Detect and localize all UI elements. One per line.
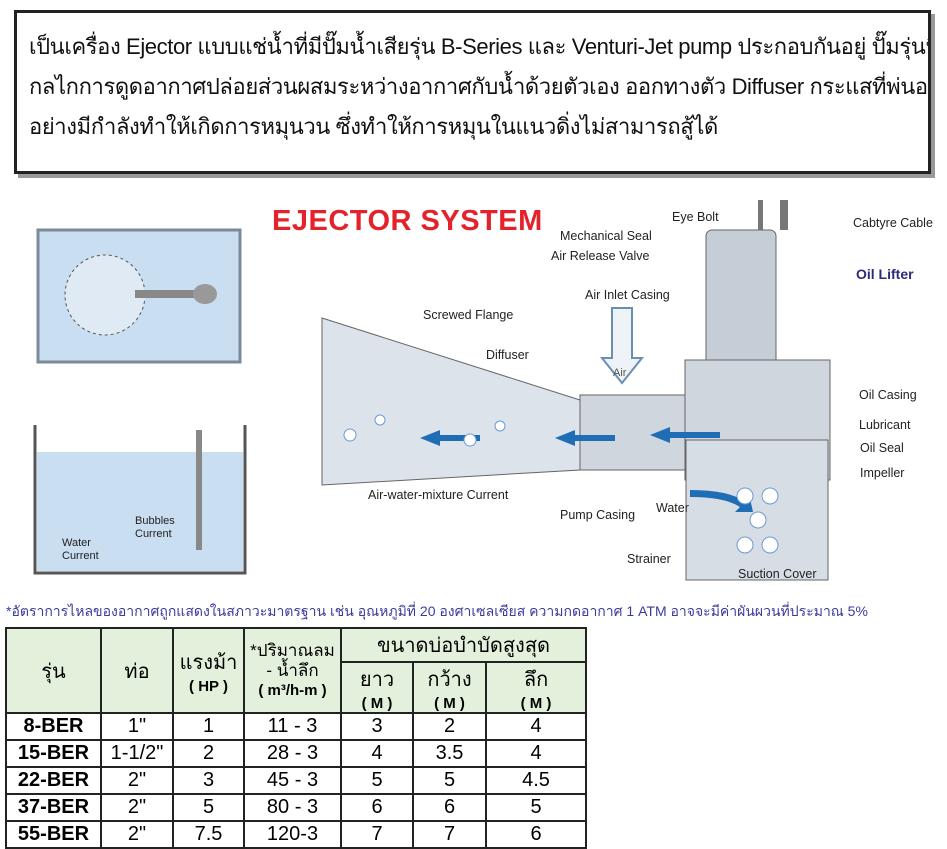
tank-label: Water xyxy=(62,537,91,549)
diagram-title: EJECTOR SYSTEM xyxy=(272,205,543,237)
table-cell: 5 xyxy=(172,793,245,822)
table-cell: 1" xyxy=(100,712,174,741)
label-oil-lifter: Oil Lifter xyxy=(856,266,914,282)
header-width: กว้าง ( M ) xyxy=(412,661,487,714)
table-cell: 3 xyxy=(340,712,414,741)
intro-line: อย่างมีกำลังทำให้เกิดการหมุนวน ซึ่งทำให้… xyxy=(29,114,718,139)
label-oil-seal: Oil Seal xyxy=(860,441,904,455)
motor-shape xyxy=(705,229,777,371)
table-cell: 4 xyxy=(485,739,587,768)
table-cell: 2" xyxy=(100,793,174,822)
label-mixture-current: Air-water-mixture Current xyxy=(368,488,509,502)
table-cell: 4 xyxy=(485,712,587,741)
header-depth: ลึก ( M ) xyxy=(485,661,587,714)
table-cell: 6 xyxy=(412,793,487,822)
intro-line: เป็นเครื่อง Ejector แบบแช่น้ำที่มีปั๊มน้… xyxy=(29,34,931,59)
table-cell: 5 xyxy=(412,766,487,795)
table-cell: 2 xyxy=(172,739,245,768)
label-air-release-valve: Air Release Valve xyxy=(551,249,650,263)
header-width-label: กว้าง xyxy=(427,669,472,691)
table-cell: 5 xyxy=(485,793,587,822)
header-pipe: ท่อ xyxy=(100,627,174,714)
header-hp-label: แรงม้า xyxy=(179,652,238,674)
table-cell: 4 xyxy=(340,739,414,768)
spec-table: รุ่น ท่อ แรงม้า( HP ) *ปริมาณลม- น้ำลึก(… xyxy=(5,627,587,849)
label-cabtyre-cable: Cabtyre Cable xyxy=(853,216,933,230)
table-cell: 3 xyxy=(172,766,245,795)
header-hp: แรงม้า ( HP ) xyxy=(172,627,245,714)
table-cell: 1 xyxy=(172,712,245,741)
tank-side-view xyxy=(37,452,243,571)
table-cell: 7 xyxy=(340,820,414,849)
header-unit: ( M ) xyxy=(361,695,393,712)
header-air-label2: - น้ำลึก xyxy=(266,660,319,680)
table-cell: 28 - 3 xyxy=(243,739,342,768)
table-cell: 4.5 xyxy=(485,766,587,795)
label-oil-casing: Oil Casing xyxy=(859,388,917,402)
label-pump-casing: Pump Casing xyxy=(560,508,636,522)
header-hp-unit: ( HP ) xyxy=(189,678,228,695)
table-cell: 22-BER xyxy=(5,766,102,795)
table-cell: 45 - 3 xyxy=(243,766,342,795)
header-air-flow: *ปริมาณลม- น้ำลึก( m³/h-m ) xyxy=(243,627,342,714)
table-cell: 80 - 3 xyxy=(243,793,342,822)
label-air-inlet-casing: Air Inlet Casing xyxy=(585,288,670,302)
tank-label: Current xyxy=(135,528,172,540)
tank-label: Current xyxy=(62,550,99,562)
header-tank-size: ขนาดบ่อบำบัดสูงสุด xyxy=(340,627,587,663)
table-cell: 7.5 xyxy=(172,820,245,849)
table-cell: 5 xyxy=(340,766,414,795)
header-model: รุ่น xyxy=(5,627,102,714)
tank-label: Bubbles xyxy=(135,515,175,527)
intro-line: กลไกการดูดอากาศปล่อยส่วนผสมระหว่างอากาศก… xyxy=(29,74,931,99)
label-suction-cover: Suction Cover xyxy=(738,567,817,581)
label-lubricant: Lubricant xyxy=(859,418,911,432)
table-cell: 2 xyxy=(412,712,487,741)
header-air-label: *ปริมาณลม xyxy=(250,640,335,660)
label-screwed-flange: Screwed Flange xyxy=(423,308,514,322)
table-cell: 2" xyxy=(100,766,174,795)
table-cell: 120-3 xyxy=(243,820,342,849)
air-label: Air xyxy=(613,367,627,379)
flow-arrows-icon xyxy=(420,427,753,512)
footnote: *อัตราการไหลของอากาศถูกแสดงในสภาวะมาตรฐา… xyxy=(6,603,868,619)
table-cell: 55-BER xyxy=(5,820,102,849)
header-depth-label: ลึก xyxy=(523,669,549,691)
table-cell: 15-BER xyxy=(5,739,102,768)
strainer-shape xyxy=(685,439,829,581)
table-cell: 1-1/2" xyxy=(100,739,174,768)
header-length-label: ยาว xyxy=(359,669,395,691)
diffuser-shape xyxy=(321,317,581,486)
table-cell: 6 xyxy=(340,793,414,822)
label-diffuser: Diffuser xyxy=(486,348,529,362)
label-impeller: Impeller xyxy=(860,466,905,480)
table-cell: 7 xyxy=(412,820,487,849)
table-cell: 3.5 xyxy=(412,739,487,768)
label-mechanical-seal: Mechanical Seal xyxy=(560,229,652,243)
table-cell: 6 xyxy=(485,820,587,849)
label-water: Water xyxy=(656,501,689,515)
label-strainer: Strainer xyxy=(627,552,671,566)
header-unit: ( M ) xyxy=(434,695,465,712)
table-cell: 8-BER xyxy=(5,712,102,741)
label-eye-bolt: Eye Bolt xyxy=(672,210,719,224)
header-length: ยาว ( M ) xyxy=(340,661,414,714)
table-cell: 11 - 3 xyxy=(243,712,342,741)
header-unit: ( M ) xyxy=(520,695,552,712)
air-arrow-icon xyxy=(599,307,645,385)
table-cell: 2" xyxy=(100,820,174,849)
header-air-unit: ( m³/h-m ) xyxy=(258,681,327,699)
intro-box: เป็นเครื่อง Ejector แบบแช่น้ำที่มีปั๊มน้… xyxy=(14,10,931,174)
ejector-illustration: Bubbles Current Water Current Air xyxy=(33,200,831,581)
table-cell: 37-BER xyxy=(5,793,102,822)
